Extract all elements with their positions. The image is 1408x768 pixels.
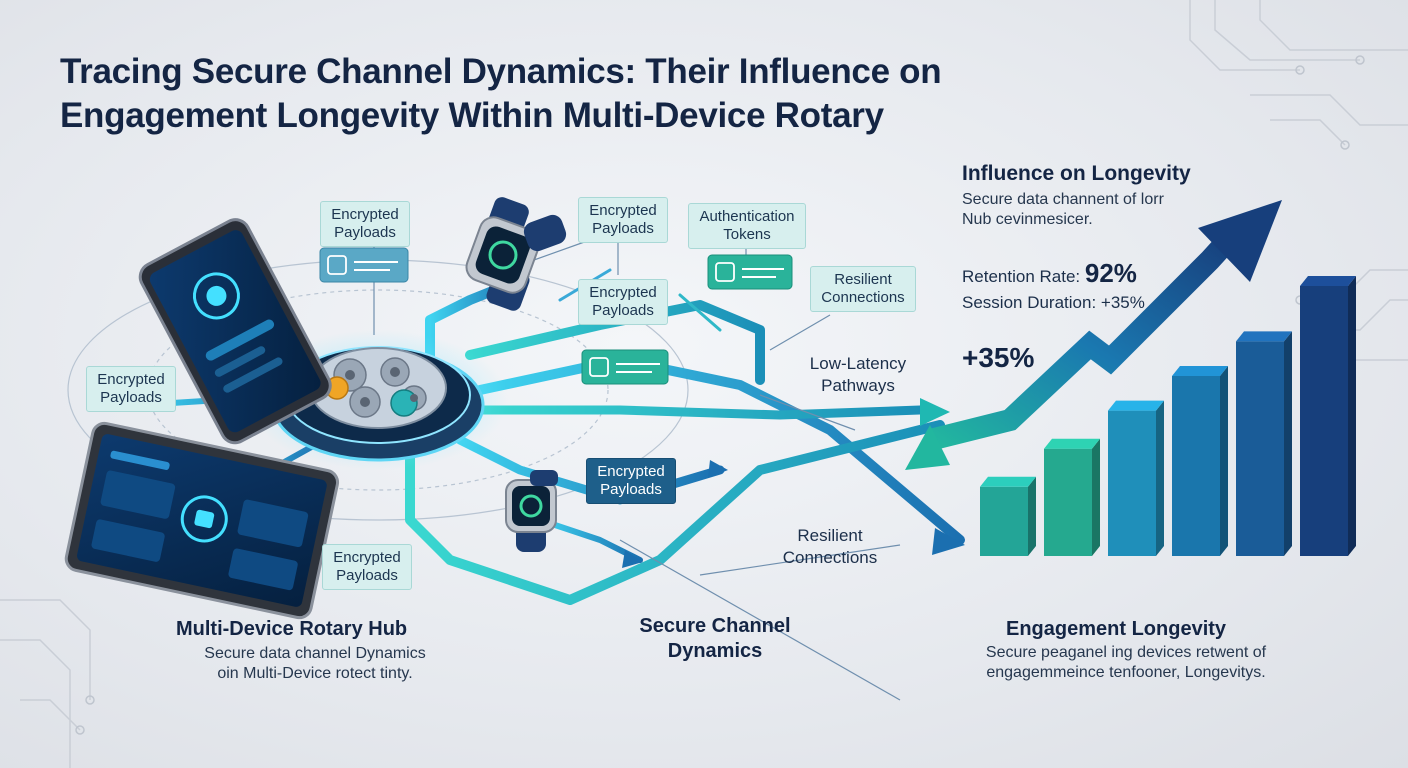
gear-icon	[325, 357, 427, 418]
hub-description-line-1: Secure data channel Dynamics	[204, 645, 426, 662]
longevity-bar-chart	[980, 276, 1356, 556]
session-duration-label: Session Duration:	[962, 293, 1097, 312]
label-encrypted-payloads-mid: Encrypted Payloads	[578, 279, 668, 325]
channel-title-line-2: Dynamics	[667, 640, 763, 662]
bar-1	[980, 476, 1036, 556]
label-authentication-tokens: Authentication Tokens	[688, 203, 806, 249]
influence-title: Influence on Longevity	[962, 162, 1191, 185]
retention-rate-label: Retention Rate:	[962, 267, 1081, 286]
pipe-arrowheads	[622, 398, 965, 568]
label-resilient-connections-bottom: Resilient Connections	[782, 526, 878, 567]
hub-description-line-2: oin Multi-Device rotect tinty.	[217, 665, 413, 682]
page-title: Tracing Secure Channel Dynamics: Their I…	[60, 50, 942, 138]
bar-5	[1236, 331, 1292, 556]
smartwatch-icon-secondary	[505, 470, 558, 552]
bar-6	[1300, 276, 1356, 556]
lock-card	[319, 247, 409, 283]
hub-title: Multi-Device Rotary Hub	[176, 618, 408, 640]
label-encrypted-payloads-bottom: Encrypted Payloads	[322, 544, 412, 590]
growth-arrow	[905, 200, 1282, 470]
channel-title: Secure Channel Dynamics	[620, 614, 810, 664]
influence-description-line-1: Secure data channent of lorr	[962, 191, 1164, 208]
smartwatch-icon	[465, 197, 567, 311]
session-duration-value: +35%	[1100, 293, 1145, 312]
title-line-2: Engagement Longevity Within Multi-Device…	[60, 96, 884, 135]
engagement-title: Engagement Longevity	[1006, 618, 1227, 640]
bar-2	[1044, 438, 1100, 556]
lock-card	[581, 349, 669, 385]
engagement-description: Secure peaganel ing devices retwent of e…	[966, 643, 1286, 683]
bar-4	[1172, 366, 1228, 556]
title-line-1: Tracing Secure Channel Dynamics: Their I…	[60, 52, 942, 91]
growth-value: +35%	[962, 342, 1035, 373]
engagement-description-line-1: Secure peaganel ing devices retwent of	[985, 644, 1267, 661]
label-encrypted-payloads-center: Encrypted Payloads	[586, 458, 676, 504]
hub-description: Secure data channel Dynamics oin Multi-D…	[180, 644, 450, 684]
retention-rate: Retention Rate: 92%	[962, 260, 1137, 288]
lock-card	[707, 254, 793, 290]
channel-title-line-1: Secure Channel	[639, 615, 791, 637]
label-encrypted-payloads-top-mid: Encrypted Payloads	[578, 197, 668, 243]
smartphone-icon	[138, 218, 332, 445]
label-encrypted-payloads-left: Encrypted Payloads	[86, 366, 176, 412]
connector-lines	[373, 239, 901, 701]
label-resilient-connections-top: Resilient Connections	[810, 266, 916, 312]
label-encrypted-payloads-top-left: Encrypted Payloads	[320, 201, 410, 247]
engagement-description-line-2: engagemmeince tenfooner, Longevitys.	[986, 664, 1266, 681]
retention-rate-value: 92%	[1084, 258, 1137, 288]
influence-description-line-2: Nub cevinmesicer.	[962, 211, 1093, 228]
influence-description: Secure data channent of lorr Nub cevinme…	[962, 190, 1164, 230]
session-duration: Session Duration: +35%	[962, 292, 1145, 314]
bar-3	[1108, 400, 1164, 556]
label-low-latency-pathways: Low-Latency Pathways	[809, 354, 907, 395]
